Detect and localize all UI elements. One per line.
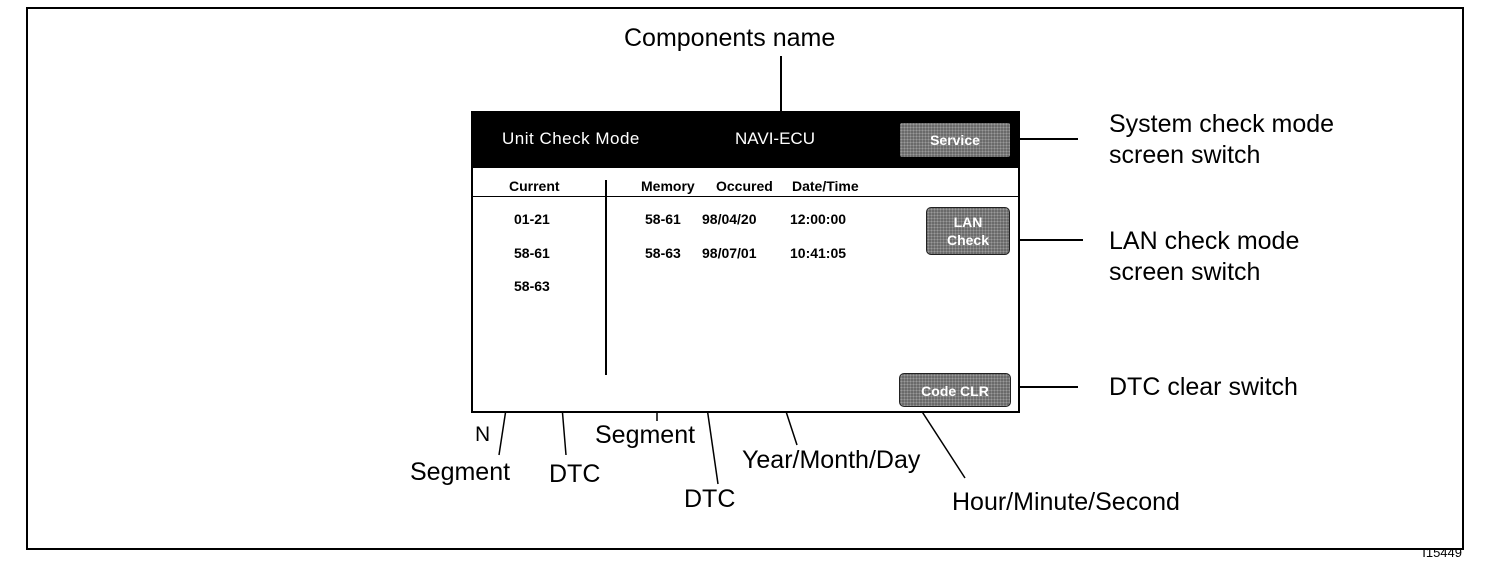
label-year-month-day: Year/Month/Day [742,446,921,474]
header-separator [473,196,1018,197]
label-n: N [475,423,491,446]
column-memory: Memory [641,178,695,194]
memory-code: 58-63 [645,245,681,261]
code-clear-button[interactable]: Code CLR [899,373,1011,407]
label-segment-left: Segment [410,458,511,486]
unit-check-screen: Unit Check Mode NAVI-ECU Service Current… [471,111,1020,413]
lan-button-label: LAN [953,214,983,230]
figure-frame [26,7,1464,550]
mode-title: Unit Check Mode [502,129,640,148]
label-dtc-mid: DTC [684,485,736,513]
column-divider [605,180,607,375]
label-system-check-line1: System check mode [1109,110,1335,138]
label-system-check-line2: screen switch [1109,141,1261,169]
service-button[interactable]: Service [900,123,1010,157]
component-name: NAVI-ECU [735,129,815,148]
figure-id: I15449 [1422,545,1462,560]
label-dtc-clear: DTC clear switch [1109,373,1298,401]
current-code: 01-21 [514,211,550,227]
column-occured: Occured [716,178,773,194]
label-dtc-left: DTC [549,460,601,488]
label-hour-minute-second: Hour/Minute/Second [952,488,1180,516]
current-code: 58-63 [514,278,550,294]
column-datetime: Date/Time [792,178,859,194]
label-components-name: Components name [624,24,836,52]
memory-date: 98/04/20 [702,211,757,227]
screen-header: Unit Check Mode NAVI-ECU Service [473,113,1018,168]
current-code: 58-61 [514,245,550,261]
label-lan-check-line1: LAN check mode [1109,227,1300,255]
column-current: Current [509,178,560,194]
label-lan-check-line2: screen switch [1109,258,1261,286]
memory-date: 98/07/01 [702,245,757,261]
check-button-label: Check [946,232,990,248]
label-segment-mid: Segment [595,421,696,449]
lan-check-button[interactable]: LAN Check [926,207,1010,255]
memory-time: 12:00:00 [790,211,847,227]
memory-time: 10:41:05 [790,245,847,261]
memory-code: 58-61 [645,211,681,227]
